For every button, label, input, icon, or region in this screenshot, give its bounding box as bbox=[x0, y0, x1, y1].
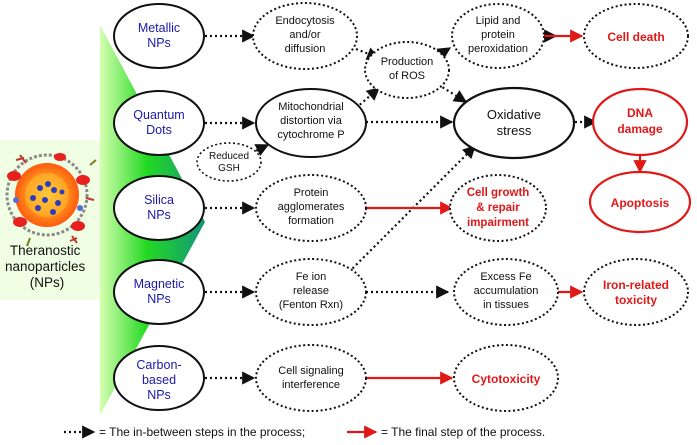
legend: = The in-between steps in the process; =… bbox=[64, 425, 545, 439]
legend-dotted-text: = The in-between steps in the process; bbox=[99, 425, 305, 439]
node-cytotoxicity: Cytotoxicity bbox=[453, 344, 559, 412]
nanoparticle-illustration bbox=[5, 153, 97, 247]
svg-text:Cytotoxicity: Cytotoxicity bbox=[472, 372, 541, 386]
svg-text:Cell death: Cell death bbox=[607, 30, 664, 44]
node-cell-death: Cell death bbox=[583, 3, 689, 69]
svg-text:Apoptosis: Apoptosis bbox=[611, 196, 670, 210]
theranostic-label: Theranostic nanoparticles (NPs) bbox=[5, 243, 89, 290]
node-apoptosis: Apoptosis bbox=[588, 170, 692, 234]
red-arrows bbox=[366, 29, 647, 385]
legend-red-text: = The final step of the process. bbox=[381, 425, 545, 439]
